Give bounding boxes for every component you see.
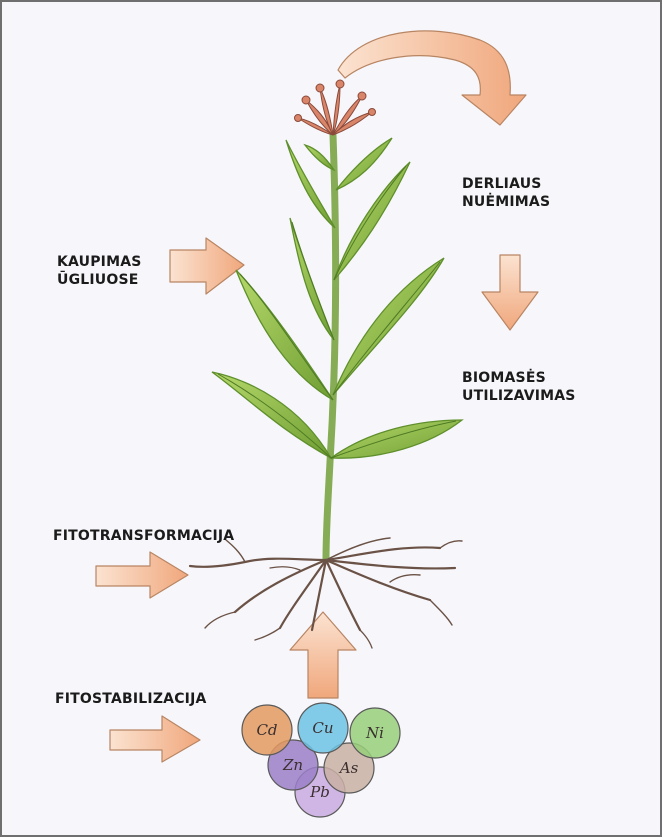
metal-symbol-cd: Cd: [256, 721, 277, 739]
label-phytotransformation: FITOTRANSFORMACIJA: [53, 527, 234, 545]
plant-flowers: [295, 80, 376, 135]
phytostabilization-arrow: [110, 716, 200, 762]
label-phytostabilization: FITOSTABILIZACIJA: [55, 690, 207, 708]
metal-symbol-zn: Zn: [282, 756, 303, 774]
label-line: UTILIZAVIMAS: [462, 387, 576, 405]
label-shoot-accumulation: KAUPIMAS ŪGLIUOSE: [57, 253, 142, 289]
label-line: NUĖMIMAS: [462, 193, 550, 211]
metal-cluster: Pb Zn As Cd Cu Ni: [242, 703, 400, 817]
metal-symbol-cu: Cu: [312, 719, 333, 737]
phytotransformation-arrow: [96, 552, 188, 598]
uptake-up-arrow: [290, 612, 356, 698]
label-line: DERLIAUS: [462, 175, 550, 193]
label-line: ŪGLIUOSE: [57, 271, 142, 289]
label-harvest-removal: DERLIAUS NUĖMIMAS: [462, 175, 550, 211]
label-line: BIOMASĖS: [462, 369, 576, 387]
plant-stem: [326, 135, 336, 560]
down-arrow-biomass: [482, 255, 538, 330]
label-line: KAUPIMAS: [57, 253, 142, 271]
metal-symbol-ni: Ni: [365, 724, 384, 742]
shoot-accumulation-arrow: [170, 238, 244, 294]
metal-symbol-as: As: [338, 759, 359, 777]
harvest-curved-arrow: [338, 31, 526, 125]
label-biomass-utilization: BIOMASĖS UTILIZAVIMAS: [462, 369, 576, 405]
metal-symbol-pb: Pb: [309, 783, 330, 801]
